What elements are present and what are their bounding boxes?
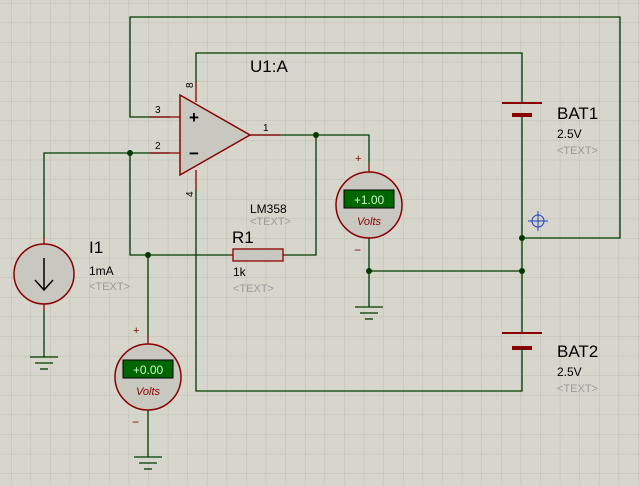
current-source-text-placeholder: <TEXT> <box>89 281 130 293</box>
bat1-designator: BAT1 <box>557 104 598 123</box>
opamp-model: LM358 <box>250 202 287 216</box>
opamp-plus-symbol: + <box>189 108 199 127</box>
battery-bat2[interactable] <box>502 332 542 368</box>
current-source-designator: I1 <box>89 238 103 257</box>
junctions <box>127 132 525 274</box>
voltmeter-minus-sign: − <box>354 243 361 257</box>
resistor-designator: R1 <box>232 228 254 247</box>
voltmeter-display <box>343 189 395 209</box>
voltmeter-reading: +0.00 <box>133 363 164 377</box>
voltmeter-plus-sign: + <box>355 153 361 165</box>
opamp-designator: U1:A <box>250 57 288 76</box>
bat2-value: 2.5V <box>557 365 582 379</box>
wire-noninverting-feedback <box>129 16 621 239</box>
bat1-value: 2.5V <box>557 127 582 141</box>
voltmeter-display <box>122 359 174 379</box>
voltmeter-plus-sign: + <box>133 325 139 337</box>
bat2-text-placeholder: <TEXT> <box>557 383 598 395</box>
arrow-down-icon <box>34 258 54 292</box>
opamp-text-placeholder: <TEXT> <box>250 216 291 228</box>
voltmeter-output[interactable]: +1.00 Volts + − <box>335 153 403 257</box>
wire-vplus-rail <box>195 52 523 103</box>
junction-dot <box>366 268 372 274</box>
wire-vminus-rail <box>195 190 523 392</box>
battery-bat1[interactable] <box>502 102 542 117</box>
opamp-pin2-number: 2 <box>155 141 161 152</box>
voltmeter-reading: +1.00 <box>354 193 385 207</box>
resistor-body <box>232 248 284 262</box>
junction-dot <box>313 132 319 138</box>
voltmeter-unit: Volts <box>357 216 382 228</box>
junction-dot <box>145 252 151 258</box>
ground-symbol-i1 <box>30 356 58 370</box>
current-source-i1[interactable] <box>13 238 75 310</box>
voltmeter-unit: Volts <box>136 386 161 398</box>
opamp-pin4-number: 4 <box>185 191 196 197</box>
voltmeter-input[interactable]: +0.00 Volts + − <box>114 325 182 429</box>
voltmeter-minus-sign: − <box>132 415 139 429</box>
opamp-u1a[interactable]: + − 3 2 1 8 4 <box>150 82 280 197</box>
opamp-minus-symbol: − <box>189 144 199 163</box>
bat1-text-placeholder: <TEXT> <box>557 145 598 157</box>
opamp-triangle <box>179 93 252 177</box>
wire-output <box>250 134 370 163</box>
junction-dot <box>519 268 525 274</box>
wire-output-feedback <box>285 135 317 256</box>
junction-dot <box>519 235 525 241</box>
junction-dot <box>127 150 133 156</box>
ground-symbol-meter1 <box>355 306 383 320</box>
current-source-value: 1mA <box>89 264 114 278</box>
bat2-designator: BAT2 <box>557 342 598 361</box>
resistor-text-placeholder: <TEXT> <box>233 283 274 295</box>
opamp-pin3-number: 3 <box>155 105 161 116</box>
resistor-r1[interactable] <box>229 248 285 262</box>
crosshair-cursor-icon <box>528 211 548 231</box>
opamp-pin1-number: 1 <box>263 123 269 134</box>
resistor-value: 1k <box>233 265 247 279</box>
opamp-pin8-number: 8 <box>185 82 196 88</box>
ground-symbol-meter2 <box>134 456 162 470</box>
